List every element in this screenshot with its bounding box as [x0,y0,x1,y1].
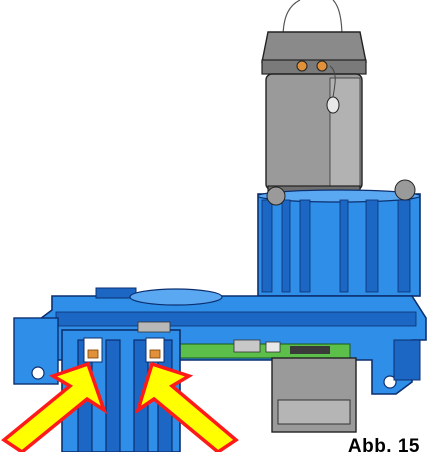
motor-icon [261,31,367,197]
pcb-board [179,339,351,359]
arrow-icon [134,361,239,452]
figure-caption: Abb. 15 [347,436,420,457]
arrow-icon [1,361,108,452]
motor-contact [316,60,328,72]
grey-connector [271,357,357,433]
motor-contact [296,60,308,72]
gear-housing-icon [257,179,421,297]
